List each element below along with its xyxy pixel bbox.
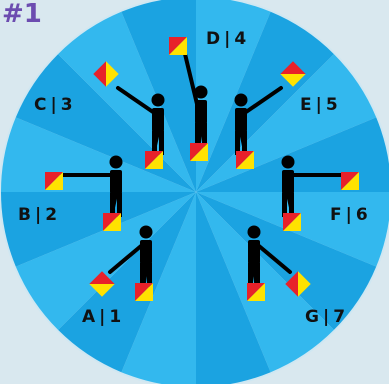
signal-separator: | xyxy=(35,205,41,225)
semaphore-flag xyxy=(45,172,63,190)
signal-letter: F xyxy=(330,205,342,225)
semaphore-flag xyxy=(89,271,115,297)
signal-number: 3 xyxy=(61,95,73,115)
signaller-figures xyxy=(45,37,359,301)
signal-label: G|7 xyxy=(305,307,345,327)
figure-leg xyxy=(147,263,152,287)
figure-head xyxy=(281,155,295,169)
signal-number: 2 xyxy=(45,205,57,225)
semaphore-flag xyxy=(135,283,153,301)
figure-head xyxy=(151,93,165,107)
wheel-wedge xyxy=(196,0,271,192)
semaphore-flag xyxy=(247,283,265,301)
semaphore-flag xyxy=(283,213,301,231)
figure-leg xyxy=(140,263,145,287)
figure-arm xyxy=(257,244,292,274)
figure-arm xyxy=(116,86,155,114)
semaphore-flag xyxy=(280,61,306,87)
signal-letter: C xyxy=(34,95,46,115)
semaphore-flag xyxy=(190,143,208,161)
signal-label: A|1 xyxy=(82,307,121,327)
signal-label: F|6 xyxy=(330,205,368,225)
semaphore-flag xyxy=(169,37,187,55)
semaphore-flag xyxy=(341,172,359,190)
figure-head xyxy=(109,155,123,169)
semaphore-flag xyxy=(285,271,311,297)
figure-leg xyxy=(282,193,287,217)
figure-head xyxy=(139,225,153,239)
wheel-wedge xyxy=(58,192,196,373)
wheel-wedge xyxy=(121,192,196,384)
signal-number: 1 xyxy=(109,307,121,327)
signal-letter: G xyxy=(305,307,319,327)
semaphore-flag xyxy=(145,151,163,169)
signaller-figure xyxy=(45,155,123,231)
signal-letter: D xyxy=(206,29,220,49)
signal-letter: B xyxy=(18,205,31,225)
figure-arm xyxy=(152,112,164,152)
signal-label: C|3 xyxy=(34,95,73,115)
signal-separator: | xyxy=(346,205,352,225)
figure-arm xyxy=(235,112,247,152)
wheel-wedge xyxy=(196,192,334,373)
wheel-wedge xyxy=(196,11,334,192)
figure-arm xyxy=(110,174,122,214)
figure-leg xyxy=(159,131,164,155)
signal-label: D|4 xyxy=(206,29,246,49)
signal-number: 4 xyxy=(234,29,246,49)
signal-separator: | xyxy=(99,307,105,327)
figure-head xyxy=(234,93,248,107)
badge-number: #1 xyxy=(2,0,42,29)
signal-separator: | xyxy=(224,29,230,49)
signal-letter: A xyxy=(82,307,96,327)
figure-arm xyxy=(183,52,199,106)
signal-label: B|2 xyxy=(18,205,57,225)
figure-arm xyxy=(197,104,207,144)
signal-number: 5 xyxy=(326,95,338,115)
semaphore-flag xyxy=(93,61,119,87)
wheel-wedge xyxy=(196,192,377,330)
semaphore-flag xyxy=(103,213,121,231)
figure-arm xyxy=(108,244,143,274)
semaphore-flag xyxy=(236,151,254,169)
signal-separator: | xyxy=(323,307,329,327)
figure-leg xyxy=(195,123,200,147)
signaller-figure xyxy=(234,61,306,169)
wheel-wedge xyxy=(196,192,271,384)
signal-letter: E xyxy=(300,95,312,115)
figure-leg xyxy=(255,263,260,287)
figure-leg xyxy=(235,131,240,155)
signaller-figure xyxy=(169,37,208,161)
figure-leg xyxy=(202,123,207,147)
signaller-figure xyxy=(281,155,359,231)
signal-labels: A|1B|2C|3D|4E|5F|6G|7 xyxy=(18,29,368,327)
signaller-figure xyxy=(247,225,311,301)
signal-number: 6 xyxy=(356,205,368,225)
signal-separator: | xyxy=(50,95,56,115)
wheel-wedge xyxy=(0,192,196,267)
signal-number: 7 xyxy=(333,307,345,327)
figure-arm xyxy=(244,86,283,114)
figure-arm xyxy=(282,174,294,214)
figure-head xyxy=(194,85,208,99)
figure-leg xyxy=(248,263,253,287)
signaller-figure xyxy=(93,61,165,169)
figure-leg xyxy=(117,193,122,217)
signal-separator: | xyxy=(316,95,322,115)
figure-head xyxy=(247,225,261,239)
wheel-wedge xyxy=(15,192,196,330)
signaller-figure xyxy=(89,225,153,301)
signal-label: E|5 xyxy=(300,95,338,115)
figure-arm xyxy=(248,244,258,284)
figure-arm xyxy=(142,244,152,284)
